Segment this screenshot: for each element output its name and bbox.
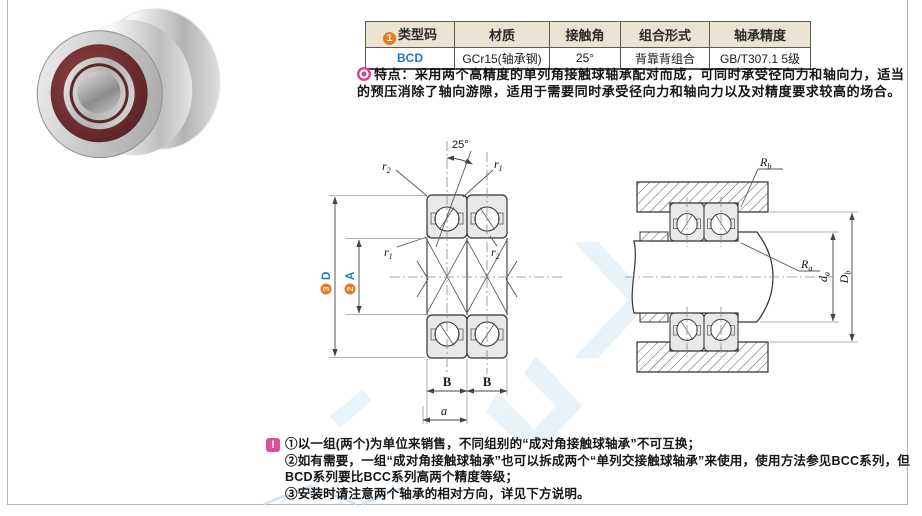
spec-header-combination: 组合形式 [620, 21, 710, 48]
svg-text:Db: Db [837, 271, 853, 285]
spec-contact-angle: 25° [549, 47, 621, 70]
break-chevron-right [505, 260, 518, 298]
Rb-label: Rb [759, 155, 771, 171]
spec-material: GCr15(轴承钢) [454, 47, 550, 70]
watermark-bottom [263, 484, 403, 506]
r1-label-top-right: r1 [494, 157, 503, 173]
notes-text: ①以一组(两个)为单位来销售，不同组别的“成对角接触球轴承”不可互换； ②如有需… [285, 436, 917, 502]
housing-bottom [636, 341, 769, 373]
dim-A-label: 2 A [344, 272, 357, 295]
dim-da-label: da [816, 272, 832, 282]
dim-a-label: a [441, 404, 447, 418]
center-lines-right [625, 197, 836, 357]
spec-data-row: BCD GCr15(轴承钢) 25° 背靠背组合 GB/T307.1 5级 [365, 47, 811, 70]
bearing-photo-layers [12, 0, 246, 183]
features-text: 采用两个高精度的单列角接触球轴承配对而成，可同时承受径向力和轴向力，适当的预压消… [357, 67, 905, 99]
svg-text:da: da [816, 272, 832, 282]
spec-header-contact-angle: 接触角 [549, 21, 621, 48]
page-border-frame [7, 0, 908, 505]
mounting-view-right: Rb Ra da Db [625, 155, 858, 373]
spec-header-material: 材质 [454, 21, 550, 48]
extension-lines-right [760, 211, 858, 343]
R-leader-lines [740, 168, 820, 272]
bearing-photo [24, 0, 234, 169]
r2-label-top-left: r2 [382, 159, 391, 175]
center-lines-left [390, 141, 562, 374]
extension-lines-left [329, 195, 426, 358]
svg-text:2: 2 [345, 286, 355, 291]
shaft-shoulder-top [639, 231, 669, 242]
dim-Db-label: Db [837, 271, 853, 285]
svg-text:3: 3 [321, 286, 331, 291]
feature-bullseye-icon [357, 67, 371, 81]
notes-block: ! ①以一组(两个)为单位来销售，不同组别的“成对角接触球轴承”不可互换； ②如… [266, 436, 917, 502]
dim-B-label-right: B [483, 375, 491, 389]
svg-text:D: D [321, 272, 333, 280]
break-chevron-left [416, 260, 429, 298]
spec-header-precision: 轴承精度 [709, 21, 811, 48]
note-item-1: ①以一组(两个)为单位来销售，不同组别的“成对角接触球轴承”不可互换； [285, 437, 701, 451]
circled-1-badge: 1 [382, 32, 396, 45]
bore-face-lines [426, 238, 508, 315]
note-item-3: ③安装时请注意两个轴承的相对方向，详见下方说明。 [285, 486, 590, 501]
housing-top [636, 181, 769, 213]
section-view-left: 25° r2 r1 r1 r2 3 D 2 A [320, 139, 562, 424]
shaft-shoulder-bottom [639, 312, 669, 323]
spec-header-type-code-label: 类型码 [397, 27, 437, 42]
features-label: 特点： [374, 67, 415, 82]
r-leader-lines [395, 169, 498, 248]
contact-angle-callout: 25° [435, 139, 473, 248]
spec-type-code: BCD [365, 47, 455, 70]
technical-drawing: 25° r2 r1 r1 r2 3 D 2 A [320, 139, 858, 440]
spec-combination: 背靠背组合 [620, 47, 710, 70]
dim-D-label: 3 D [320, 272, 333, 295]
warning-exclamation-icon: ! [266, 438, 280, 452]
r1-label-mid-left: r1 [384, 245, 393, 261]
r2-label-mid-right: r2 [491, 245, 500, 261]
contact-angle-label: 25° [452, 139, 469, 151]
note-item-2: ②如有需要，一组“成对角接触球轴承”也可以拆成两个“单列交接触球轴承”来使用，使… [285, 453, 910, 485]
spec-precision: GB/T307.1 5级 [709, 47, 811, 70]
features-paragraph: 特点：采用两个高精度的单列角接触球轴承配对而成，可同时承受径向力和轴向力，适当的… [357, 67, 917, 100]
svg-text:A: A [345, 272, 357, 280]
Ra-label: Ra [800, 257, 812, 273]
dim-B-label-left: B [443, 375, 451, 389]
